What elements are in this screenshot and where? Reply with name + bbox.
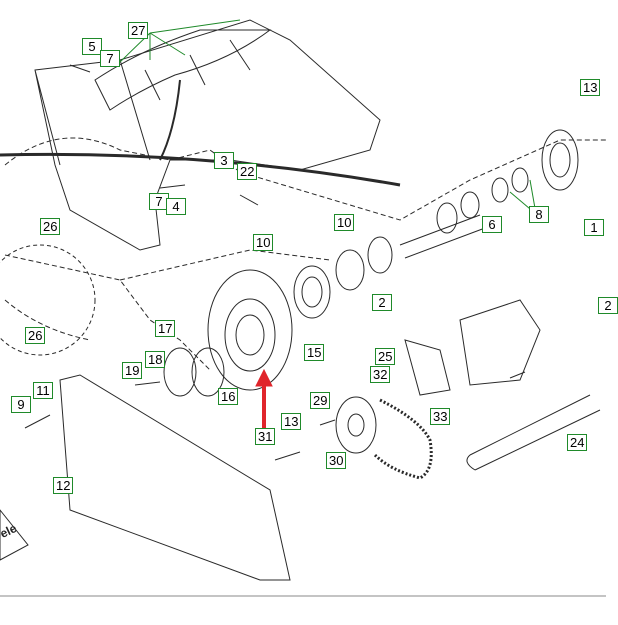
callout-30: 30 xyxy=(326,452,347,469)
callout-6: 6 xyxy=(482,216,502,233)
shield-panel xyxy=(59,374,291,581)
callout-15: 15 xyxy=(304,344,325,361)
callout-33: 33 xyxy=(430,408,451,425)
callout-17: 17 xyxy=(155,320,176,337)
callout-13: 13 xyxy=(580,79,601,96)
callout-11: 11 xyxy=(33,382,53,399)
callout-10: 10 xyxy=(334,214,355,231)
callout-8: 8 xyxy=(529,206,549,223)
input-shaft xyxy=(399,214,486,259)
callout-2-edge: 2 xyxy=(598,297,618,314)
callout-18: 18 xyxy=(145,351,166,368)
callout-10b: 10 xyxy=(253,234,274,251)
callout-26: 26 xyxy=(40,218,61,235)
logo-triangle xyxy=(0,509,29,561)
highlight-arrow xyxy=(255,368,273,428)
callout-2: 2 xyxy=(372,294,392,311)
callout-13b: 13 xyxy=(281,413,302,430)
callout-27: 27 xyxy=(128,22,149,39)
callout-24: 24 xyxy=(567,434,588,451)
small-sprocket xyxy=(335,396,377,454)
callout-19: 19 xyxy=(122,362,143,379)
callout-32: 32 xyxy=(370,366,391,383)
drive-shaft xyxy=(466,394,601,471)
callout-12: 12 xyxy=(53,477,74,494)
callout-22: 22 xyxy=(237,163,258,180)
callout-4: 4 xyxy=(166,198,186,215)
hose xyxy=(0,152,401,187)
callout-16: 16 xyxy=(218,388,239,405)
callout-26b: 26 xyxy=(25,327,46,344)
callout-25: 25 xyxy=(375,348,396,365)
callout-5: 5 xyxy=(82,38,102,55)
callout-29: 29 xyxy=(310,392,331,409)
large-sprocket xyxy=(207,269,293,391)
drive-chain xyxy=(373,398,433,480)
assembly-outline xyxy=(4,137,606,371)
callout-31: 31 xyxy=(255,428,276,445)
bracket xyxy=(404,339,451,396)
callout-1: 1 xyxy=(584,219,604,236)
callout-3: 3 xyxy=(214,152,234,169)
cover-plates xyxy=(94,29,272,111)
callout-9: 9 xyxy=(11,396,31,413)
hydraulic-motor xyxy=(459,299,541,386)
callout-7: 7 xyxy=(100,50,120,67)
